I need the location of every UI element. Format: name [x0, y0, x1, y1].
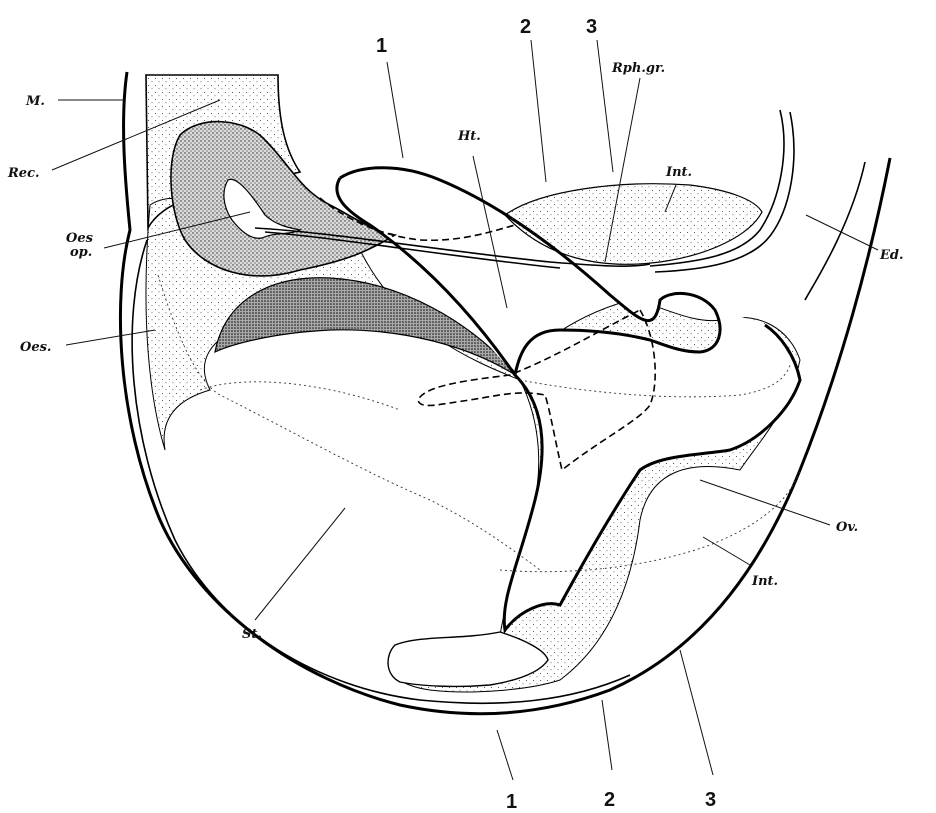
label-rec: Rec. [7, 166, 40, 181]
section-number-bottom-2: 2 [604, 789, 615, 811]
label-oes-op-1: Oes [66, 231, 94, 246]
section-number-bottom-3: 3 [705, 789, 716, 811]
label-rph-gr: Rph.gr. [611, 61, 665, 76]
label-int-right: Int. [751, 574, 778, 589]
leader-top-3 [597, 40, 613, 172]
leader-bot-1 [497, 730, 513, 780]
mantle-inner-line [805, 162, 865, 300]
label-oes: Oes. [20, 340, 51, 355]
label-ht: Ht. [457, 129, 481, 144]
label-int-top: Int. [665, 165, 692, 180]
dotted-boundary-4 [200, 382, 400, 410]
leader-st [255, 508, 345, 620]
intestine-top [505, 184, 762, 265]
section-number-top-1: 1 [376, 35, 387, 57]
leader-ov [700, 480, 830, 525]
leader-bot-2 [602, 700, 612, 770]
leader-ed [806, 215, 878, 250]
leader-bot-3 [680, 650, 713, 775]
leader-top-2 [531, 40, 546, 182]
label-ov: Ov. [836, 520, 858, 535]
leader-int-right [703, 537, 750, 565]
label-st: St. [242, 627, 262, 642]
label-ed: Ed. [879, 248, 904, 263]
section-number-top-3: 3 [586, 16, 597, 38]
section-number-bottom-1: 1 [506, 791, 517, 813]
leader-oes [66, 330, 155, 345]
section-number-top-2: 2 [520, 16, 531, 38]
label-m: M. [25, 94, 45, 109]
leader-top-1 [387, 62, 403, 158]
label-oes-op-2: op. [70, 245, 92, 260]
